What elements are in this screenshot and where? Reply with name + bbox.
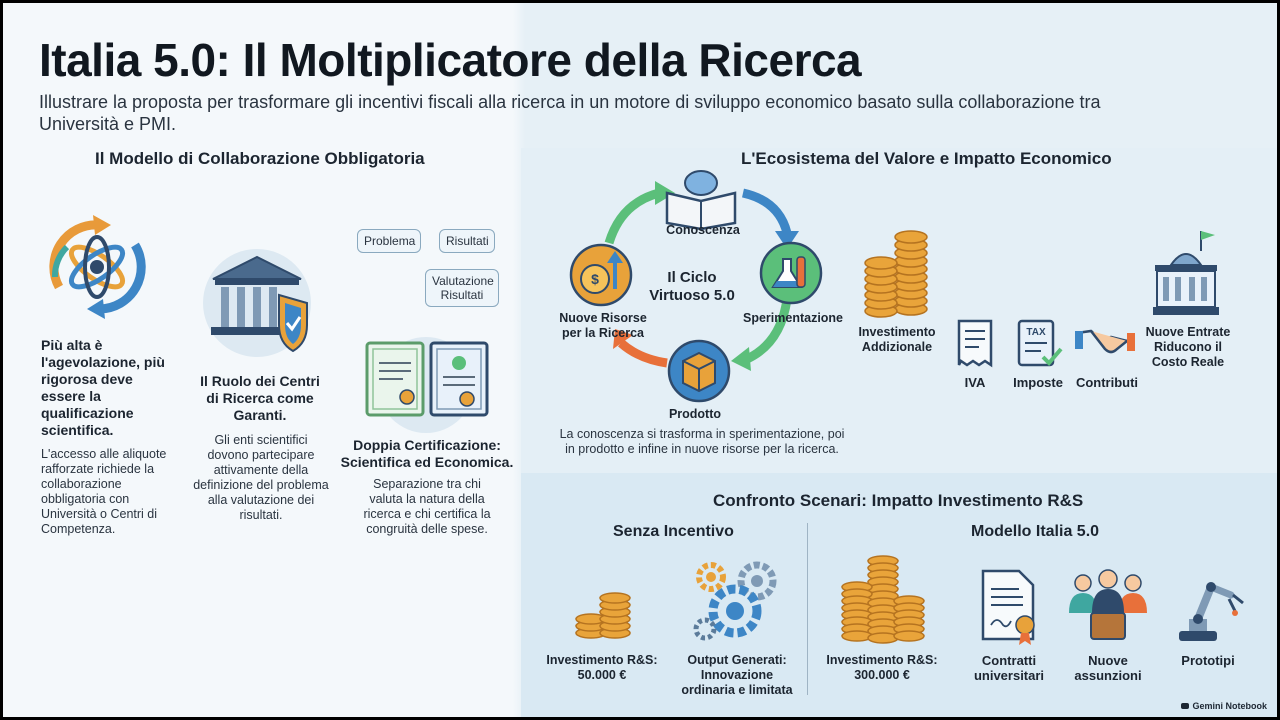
receipt-icon bbox=[957, 319, 993, 368]
page-subtitle: Illustrare la proposta per trasformare g… bbox=[39, 92, 1101, 134]
guarantors-body: Gli enti scientifici dovono partecipare … bbox=[193, 433, 329, 522]
tax-icon-text: TAX bbox=[1026, 327, 1046, 338]
large-coin-stack-icon bbox=[841, 555, 925, 644]
tag-problema: Problema bbox=[357, 229, 421, 253]
guarantors-heading: Il Ruolo dei Centri di Ricerca come Gara… bbox=[200, 373, 320, 423]
svg-text:$: $ bbox=[591, 271, 599, 287]
label-imposte: Imposte bbox=[1013, 375, 1063, 390]
gears-icon bbox=[693, 561, 777, 641]
tag-valutazione-risultati: Valutazione Risultati bbox=[425, 269, 499, 307]
scenario-with-title: Modello Italia 5.0 bbox=[971, 523, 1100, 540]
small-coin-stack-icon bbox=[575, 592, 631, 639]
tax-document-icon: TAX bbox=[1017, 319, 1063, 367]
certificates-icon bbox=[365, 337, 489, 433]
brand-text: Gemini Notebook bbox=[1192, 701, 1267, 711]
scenarios-heading: Confronto Scenari: Impatto Investimento … bbox=[713, 491, 1084, 510]
double-certification-heading: Doppia Certificazione: Scientifica ed Ec… bbox=[340, 437, 514, 470]
cycle-caption: La conoscenza si trasforma in sperimenta… bbox=[559, 427, 845, 456]
cycle-atom-icon bbox=[49, 215, 146, 319]
investment-additional-label: Investimento Addizionale bbox=[858, 325, 936, 354]
collaboration-body: L'accesso alle aliquote rafforzate richi… bbox=[41, 447, 167, 536]
scenarios-divider bbox=[807, 523, 808, 695]
node-prodotto: Prodotto bbox=[668, 407, 722, 421]
label-contributi: Contributi bbox=[1075, 375, 1139, 390]
new-revenue-label: Nuove Entrate Riducono il Costo Reale bbox=[1145, 325, 1231, 369]
virtuous-cycle-diagram: $ bbox=[569, 170, 823, 403]
prototypes-label: Prototipi bbox=[1181, 653, 1235, 668]
tag-risultati: Risultati bbox=[439, 229, 495, 253]
page-title: Italia 5.0: Il Moltiplicatore della Rice… bbox=[39, 34, 862, 86]
collaboration-model-heading: Il Modello di Collaborazione Obbligatori… bbox=[95, 149, 425, 168]
handshake-icon bbox=[1075, 329, 1135, 354]
brand-icon bbox=[1181, 703, 1190, 709]
scenarios-panel bbox=[521, 473, 1277, 717]
node-conoscenza: Conoscenza bbox=[666, 223, 740, 237]
collaboration-heading: Più alta è l'agevolazione, più rigorosa … bbox=[41, 337, 165, 438]
investment-50k-label: Investimento R&S: 50.000 € bbox=[546, 653, 658, 682]
node-sperimentazione: Sperimentazione bbox=[742, 311, 844, 325]
infographic: Italia 5.0: Il Moltiplicatore della Rice… bbox=[3, 3, 1277, 717]
cycle-title: Il Ciclo Virtuoso 5.0 bbox=[649, 269, 735, 304]
scenario-without-title: Senza Incentivo bbox=[613, 523, 734, 540]
contract-icon bbox=[981, 569, 1035, 645]
contracts-label: Contratti universitari bbox=[973, 653, 1045, 683]
double-certification-body: Separazione tra chi valuta la natura del… bbox=[363, 477, 491, 536]
label-iva: IVA bbox=[964, 375, 986, 390]
ecosystem-heading: L'Ecosistema del Valore e Impatto Econom… bbox=[741, 149, 1112, 168]
robot-arm-icon bbox=[1179, 582, 1244, 641]
investment-300k-label: Investimento R&S: 300.000 € bbox=[826, 653, 938, 682]
government-building-icon bbox=[1153, 231, 1219, 315]
brand-label: Gemini Notebook bbox=[1181, 701, 1267, 711]
output-generated-label: Output Generati: Innovazione ordinaria e… bbox=[681, 653, 793, 697]
new-hires-label: Nuove assunzioni bbox=[1074, 653, 1142, 683]
institution-shield-icon bbox=[203, 249, 311, 357]
coin-stack-icon bbox=[864, 230, 928, 318]
node-nuove-risorse: Nuove Risorse per la Ricerca bbox=[559, 311, 647, 340]
people-briefcase-icon bbox=[1069, 569, 1147, 640]
